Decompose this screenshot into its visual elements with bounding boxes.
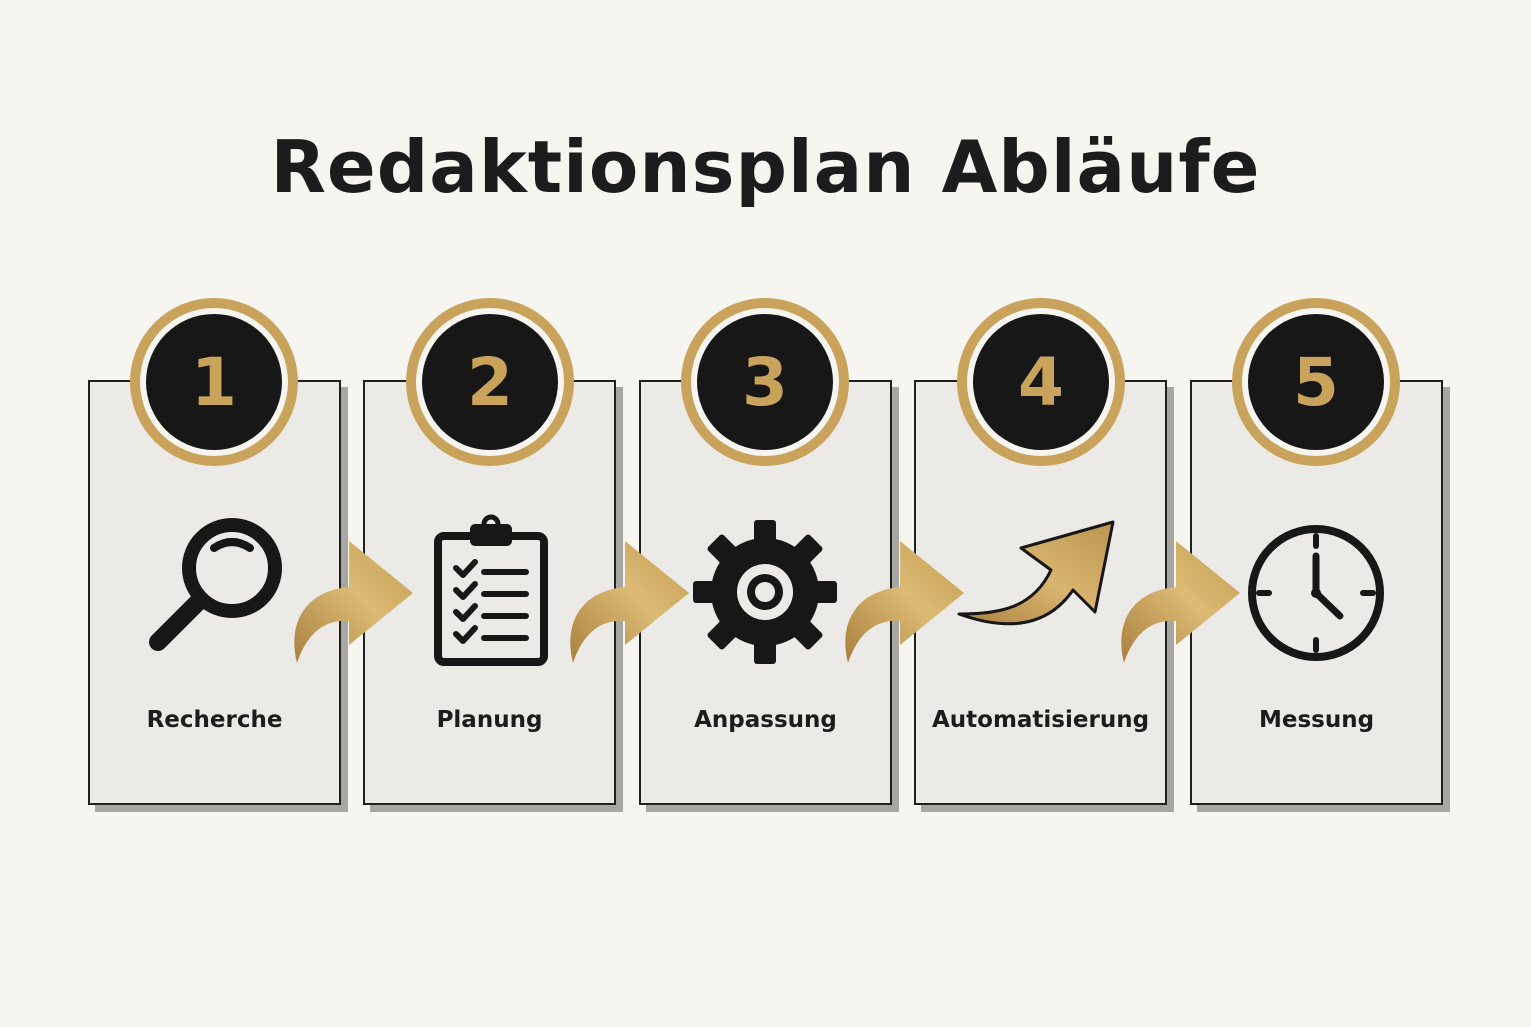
gear-icon: [693, 520, 837, 664]
connector-arrow-2: [570, 541, 689, 663]
step-badge-2: 2: [406, 298, 574, 466]
step-label-4: Automatisierung: [931, 707, 1150, 733]
step-badge-1: 1: [130, 298, 298, 466]
step-number-3: 3: [697, 314, 833, 450]
step-number-4: 4: [973, 314, 1109, 450]
step-label-1: Recherche: [146, 707, 283, 733]
step-label-2: Planung: [436, 707, 543, 733]
step-label-5: Messung: [1258, 707, 1375, 733]
step-number-2: 2: [422, 314, 558, 450]
connector-arrow-3: [845, 541, 964, 663]
step-number-1: 1: [146, 314, 282, 450]
connector-arrow-4: [1121, 541, 1240, 663]
page-title: Redaktionsplan Abläufe: [270, 125, 1261, 209]
step-label-3: Anpassung: [694, 707, 837, 733]
step-number-5: 5: [1248, 314, 1384, 450]
connector-arrow-1: [294, 541, 413, 663]
step-badge-5: 5: [1232, 298, 1400, 466]
step-badge-3: 3: [681, 298, 849, 466]
clipboard-checklist-icon: [434, 514, 548, 666]
trend-arrow-icon: [957, 520, 1115, 626]
step-badge-4: 4: [957, 298, 1125, 466]
magnifier-icon: [149, 518, 282, 651]
clock-icon: [1248, 525, 1384, 661]
